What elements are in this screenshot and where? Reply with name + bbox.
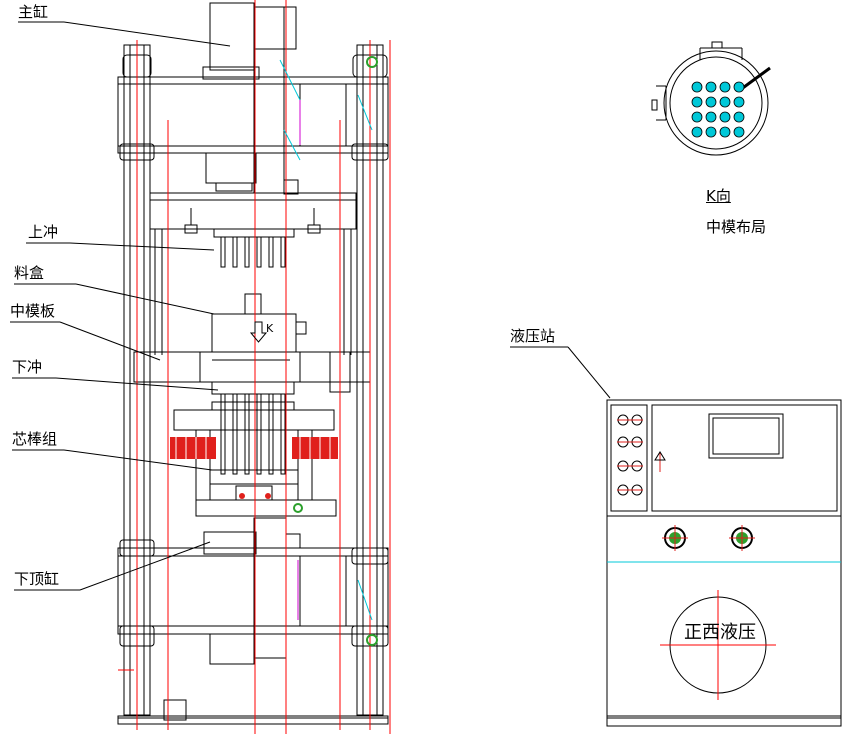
guide-rods	[154, 229, 352, 355]
top-crossbeam	[117, 76, 389, 154]
label-middle-die-layout: 中模布局	[706, 218, 767, 236]
station-button-marks	[617, 419, 661, 491]
label-lower-punch: 下冲	[12, 358, 43, 376]
label-hydraulic-station: 液压站	[510, 327, 556, 345]
label-main-cylinder: 主缸	[18, 3, 49, 21]
base	[117, 699, 389, 725]
cyan-accents	[279, 59, 373, 621]
label-middle-die-plate: 中模板	[10, 302, 56, 320]
upper-slide	[149, 192, 357, 234]
label-material-box: 料盒	[14, 264, 45, 282]
pressure-gauges	[662, 525, 755, 551]
centerlines	[118, 0, 776, 734]
station-indicator-icon	[654, 451, 666, 461]
green-fittings	[239, 56, 378, 646]
k-view-layout	[651, 41, 771, 156]
k-view-holes	[691, 81, 745, 138]
material-box	[211, 293, 307, 353]
hydraulic-station	[606, 399, 842, 727]
main-cylinder	[202, 2, 299, 195]
lower-punches	[211, 381, 295, 475]
upper-punches	[213, 228, 295, 268]
k-arrow-label: K	[266, 322, 274, 335]
label-upper-punch: 上冲	[28, 223, 59, 241]
core-rod-group	[195, 469, 337, 517]
label-k-direction: K向	[706, 187, 731, 205]
brand-label: 正西液压	[684, 622, 756, 643]
label-lower-ejector-cylinder: 下顶缸	[14, 570, 60, 588]
red-hatch-blocks	[170, 437, 338, 459]
leader-lines	[10, 21, 611, 591]
label-core-rod-group: 芯棒组	[12, 430, 58, 448]
k-arrow-icon	[249, 321, 268, 343]
station-buttons	[617, 414, 643, 496]
magenta-accents	[297, 100, 301, 620]
